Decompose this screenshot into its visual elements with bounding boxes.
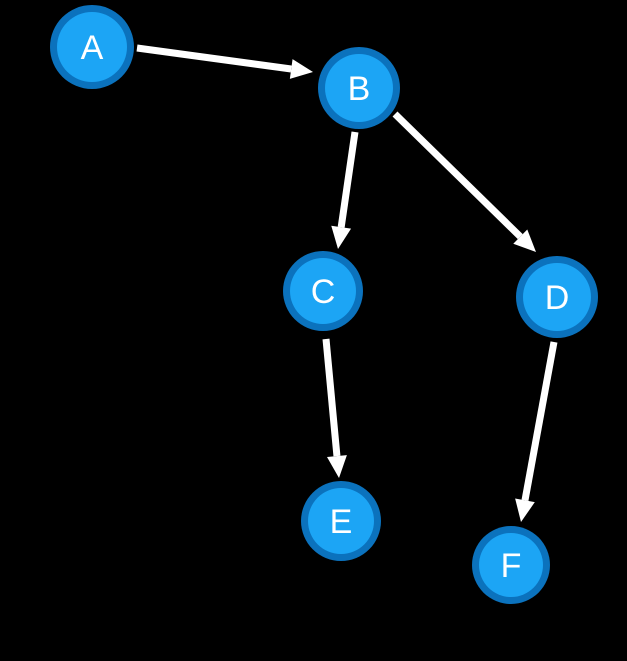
node-core bbox=[308, 488, 374, 554]
nodes-layer: A B C D E F bbox=[50, 5, 598, 604]
edge-shaft bbox=[392, 111, 523, 240]
node-label-c: C bbox=[311, 273, 336, 311]
edge-arrowhead bbox=[326, 455, 347, 478]
graph-edge-a-b[interactable] bbox=[136, 44, 313, 79]
node-core bbox=[523, 263, 591, 331]
node-core bbox=[290, 258, 356, 324]
node-label-f: F bbox=[501, 547, 522, 585]
node-label-e: E bbox=[330, 503, 353, 541]
graph-node-a[interactable]: A bbox=[50, 5, 134, 89]
graph-node-d[interactable]: D bbox=[516, 256, 598, 338]
graph-node-e[interactable]: E bbox=[301, 481, 381, 561]
edge-arrowhead bbox=[515, 498, 535, 522]
node-core bbox=[325, 54, 393, 122]
edge-shaft bbox=[136, 44, 292, 73]
node-label-d: D bbox=[545, 279, 570, 317]
edge-arrowhead bbox=[513, 229, 536, 252]
graph-node-f[interactable]: F bbox=[472, 526, 550, 604]
graph-edge-b-d[interactable] bbox=[392, 111, 536, 252]
node-core bbox=[479, 533, 543, 597]
edges-layer bbox=[136, 44, 558, 522]
edge-arrowhead bbox=[289, 59, 313, 79]
graph-node-c[interactable]: C bbox=[283, 251, 363, 331]
node-label-b: B bbox=[348, 70, 371, 108]
graph-edge-b-c[interactable] bbox=[331, 131, 359, 249]
graph-node-b[interactable]: B bbox=[318, 47, 400, 129]
edge-arrowhead bbox=[331, 225, 352, 249]
node-core bbox=[57, 12, 127, 82]
edge-shaft bbox=[521, 341, 558, 501]
graph-edge-d-f[interactable] bbox=[515, 341, 558, 522]
edge-shaft bbox=[322, 338, 341, 457]
node-label-a: A bbox=[81, 29, 104, 67]
graph-edge-c-e[interactable] bbox=[322, 338, 347, 478]
edge-shaft bbox=[337, 131, 359, 228]
